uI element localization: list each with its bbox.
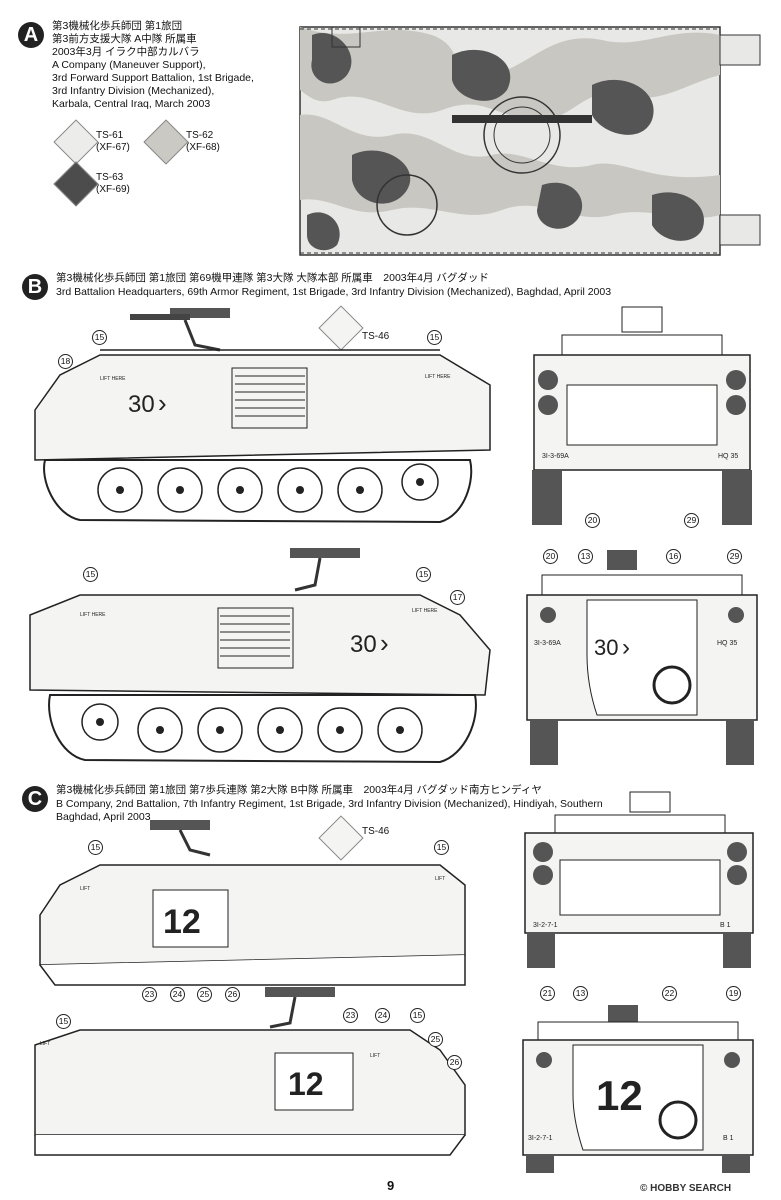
plate-right-c-front: B 1 (723, 1135, 734, 1142)
hull-number-b-side: 30 (128, 391, 155, 418)
vehicle-b-side-right: 30 › LIFT HERE LIFT HERE (29, 548, 491, 764)
paint-swatch-ts62 (143, 119, 189, 165)
lift-here-label: LIFT HERE (80, 612, 106, 618)
section-a-jp-line: 2003年3月 イラク中部カルバラ (52, 46, 200, 58)
callout-15: 15 (88, 840, 103, 855)
svg-text:›: › (622, 634, 630, 661)
section-a-jp-line: 第3前方支援大隊 A中隊 所属車 (52, 33, 197, 45)
callout-15: 15 (410, 1008, 425, 1023)
vehicle-a-top-view (299, 26, 761, 256)
callout-22: 22 (662, 986, 677, 1001)
vehicle-c-side-right: 12 LIFT LIFT (34, 987, 466, 1156)
lift-here-label: LIFT HERE (100, 376, 126, 382)
section-a-badge: A (18, 22, 44, 48)
plate-left-c: 3I-2-7-1 (533, 922, 558, 929)
lift-here-label: LIFT HERE (412, 608, 438, 614)
paint-swatch-ts61 (53, 119, 99, 165)
section-a-en-line: Karbala, Central Iraq, March 2003 (52, 98, 211, 110)
section-c-en-line: Baghdad, April 2003 (56, 811, 151, 823)
svg-text:›: › (158, 388, 167, 418)
vehicle-c-rear-view: 3I-2-7-1 B 1 (524, 791, 754, 968)
section-c-badge: C (22, 786, 48, 812)
plate-left-b-front: 3I-3-69A (534, 640, 561, 647)
vehicle-b-front-view: 30 › 3I-3-69A HQ 35 (526, 550, 758, 765)
callout-26: 26 (447, 1055, 462, 1070)
section-c-en-line: B Company, 2nd Battalion, 7th Infantry R… (56, 798, 603, 810)
paint-label-ts46-b: TS-46 (362, 331, 390, 342)
hull-number-b-side: 30 (350, 631, 377, 658)
callout-24: 24 (170, 987, 185, 1002)
section-a-en-line: 3rd Forward Support Battalion, 1st Briga… (52, 72, 254, 84)
paint-label-ts46-c: TS-46 (362, 826, 390, 837)
callout-17: 17 (450, 590, 465, 605)
callout-25: 25 (428, 1032, 443, 1047)
section-b-badge: B (22, 274, 48, 300)
paint-swatch-ts63 (53, 161, 99, 207)
hobby-search-watermark: © HOBBY SEARCH (640, 1183, 732, 1194)
callout-24: 24 (375, 1008, 390, 1023)
callout-15: 15 (92, 330, 107, 345)
callout-15: 15 (83, 567, 98, 582)
section-a-caption: 第3機械化歩兵師団 第1旅団 第3前方支援大隊 A中隊 所属車 2003年3月 … (52, 20, 254, 111)
section-b-en: 3rd Battalion Headquarters, 69th Armor R… (56, 286, 612, 298)
svg-text:LIFT: LIFT (435, 876, 445, 882)
callout-19: 19 (726, 986, 741, 1001)
callout-21: 21 (540, 986, 555, 1001)
callout-13: 13 (578, 549, 593, 564)
callout-29: 29 (727, 549, 742, 564)
callout-13: 13 (573, 986, 588, 1001)
callout-16: 16 (666, 549, 681, 564)
plate-right-b: HQ 35 (718, 453, 738, 460)
callout-20: 20 (585, 513, 600, 528)
callout-15: 15 (416, 567, 431, 582)
section-a-en-line: A Company (Maneuver Support), (52, 59, 206, 71)
section-a-jp-line: 第3機械化歩兵師団 第1旅団 (52, 20, 183, 32)
vehicle-c-front-view: 12 3I-2-7-1 B 1 (522, 1005, 754, 1173)
section-b-jp: 第3機械化歩兵師団 第1旅団 第69機甲連隊 第3大隊 大隊本部 所属車 200… (56, 272, 489, 284)
vehicle-c-side-left: 12 LIFT LIFT (39, 820, 466, 986)
callout-23: 23 (142, 987, 157, 1002)
callout-20: 20 (543, 549, 558, 564)
vehicle-b-rear-view: 3I-3-69A HQ 35 (532, 306, 752, 525)
paint-label-ts63: TS-63(XF-69) (96, 172, 130, 195)
hull-number-c-front: 12 (596, 1072, 643, 1119)
page-number: 9 (387, 1178, 395, 1193)
callout-15: 15 (56, 1014, 71, 1029)
callout-25: 25 (197, 987, 212, 1002)
section-a-en-line: 3rd Infantry Division (Mechanized), (52, 85, 215, 97)
hull-number-c-side: 12 (288, 1066, 324, 1102)
svg-text:LIFT: LIFT (80, 886, 90, 892)
callout-29: 29 (684, 513, 699, 528)
callout-26: 26 (225, 987, 240, 1002)
vehicle-b-side-left: 30 › LIFT HERE LIFT HERE (34, 308, 491, 524)
callout-18: 18 (58, 354, 73, 369)
plate-right-b-front: HQ 35 (717, 640, 737, 647)
paint-label-ts61: TS-61(XF-67) (96, 130, 130, 153)
section-c-jp: 第3機械化歩兵師団 第1旅団 第7歩兵連隊 第2大隊 B中隊 所属車 2003年… (56, 784, 542, 796)
callout-15: 15 (434, 840, 449, 855)
plate-left-b: 3I-3-69A (542, 453, 569, 460)
callout-23: 23 (343, 1008, 358, 1023)
svg-text:›: › (380, 628, 389, 658)
svg-text:LIFT: LIFT (40, 1041, 50, 1047)
paint-label-ts62: TS-62(XF-68) (186, 130, 220, 153)
callout-15: 15 (427, 330, 442, 345)
plate-left-c-front: 3I-2-7-1 (528, 1135, 553, 1142)
hull-number-b-front: 30 (594, 635, 618, 660)
lift-here-label: LIFT HERE (425, 374, 451, 380)
hull-number-c-side: 12 (163, 903, 201, 941)
svg-text:LIFT: LIFT (370, 1053, 380, 1059)
plate-right-c: B 1 (720, 922, 731, 929)
